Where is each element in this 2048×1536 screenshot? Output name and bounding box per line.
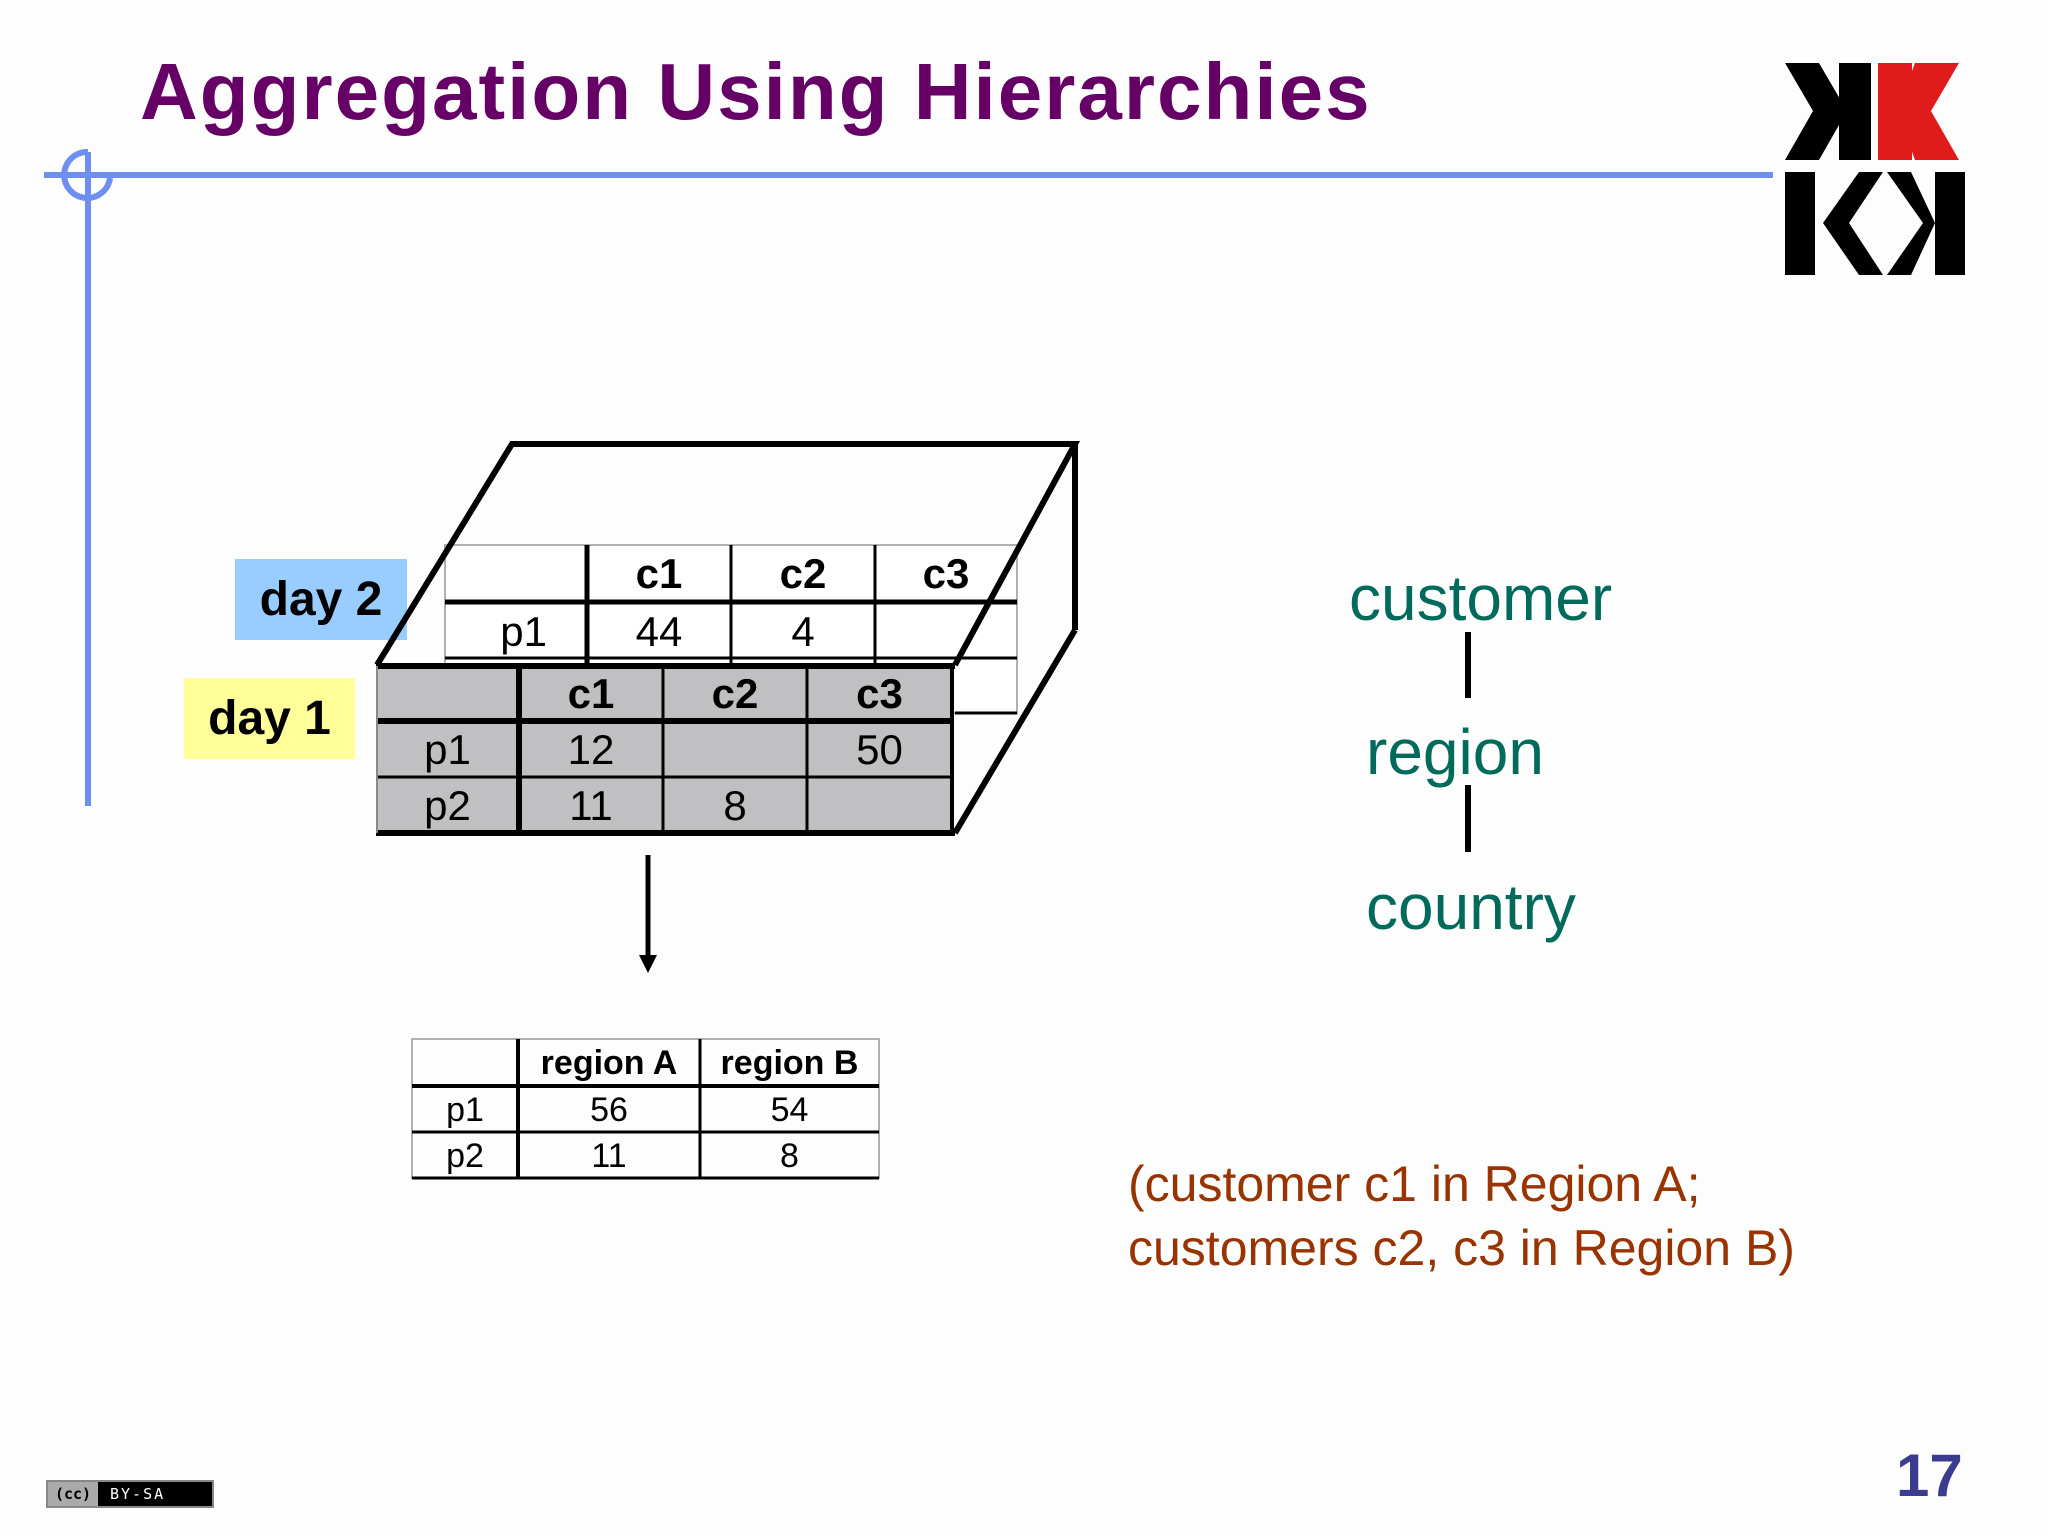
day2-col-header: c1 (635, 549, 683, 597)
day2-row-label-text: p1 (500, 608, 547, 655)
result-row-label: p2 (446, 1137, 484, 1175)
day1-cell: 12 (567, 726, 615, 773)
day1-label: day 1 (184, 678, 355, 759)
result-cell: 11 (591, 1137, 627, 1175)
license-text: BY-SA (110, 1485, 166, 1503)
day2-cell: 44 (635, 608, 683, 655)
mapping-note-line1: (customer c1 in Region A; (1128, 1156, 1701, 1212)
day1-col-header: c1 (567, 669, 615, 717)
day2-col-header: c3 (922, 549, 970, 597)
page-number: 17 (1896, 1442, 1963, 1509)
day1-col-header: c2 (711, 669, 759, 717)
day1-cell (807, 779, 952, 833)
result-cell: 56 (590, 1091, 628, 1129)
day1-col-header: c3 (856, 669, 903, 717)
day1-cell (663, 723, 807, 777)
result-col-header: region A (540, 1043, 678, 1082)
result-cell: 54 (770, 1091, 809, 1129)
result-row-label: p1 (446, 1091, 484, 1129)
result-cell: 8 (780, 1137, 799, 1175)
institution-logo-icon (1785, 63, 1965, 275)
day2-cell: 4 (791, 608, 815, 655)
day2-row-label: p1 (445, 604, 587, 660)
day1-cell: 11 (569, 782, 613, 829)
day2-col-header: c2 (779, 549, 827, 597)
day1-cell: 8 (723, 782, 747, 829)
day2-cell (875, 604, 955, 660)
cc-license-badge[interactable]: (cc) BY-SA (46, 1480, 214, 1508)
result-col-header: region B (720, 1043, 859, 1082)
cc-icon: (cc) (48, 1482, 98, 1506)
hierarchy-level-country: country (1366, 871, 1576, 943)
mapping-note: (customer c1 in Region A; customers c2, … (1128, 1152, 1795, 1280)
hierarchy-level-region: region (1366, 716, 1544, 788)
day2-label: day 2 (235, 559, 407, 640)
slide-title: Aggregation Using Hierarchies (140, 47, 1372, 136)
day1-row-label: p2 (424, 782, 471, 829)
hierarchy-level-customer: customer (1349, 562, 1613, 634)
day1-cell: 50 (856, 726, 903, 773)
day1-row-label: p1 (424, 726, 471, 773)
mapping-note-line2: customers c2, c3 in Region B) (1128, 1220, 1795, 1276)
